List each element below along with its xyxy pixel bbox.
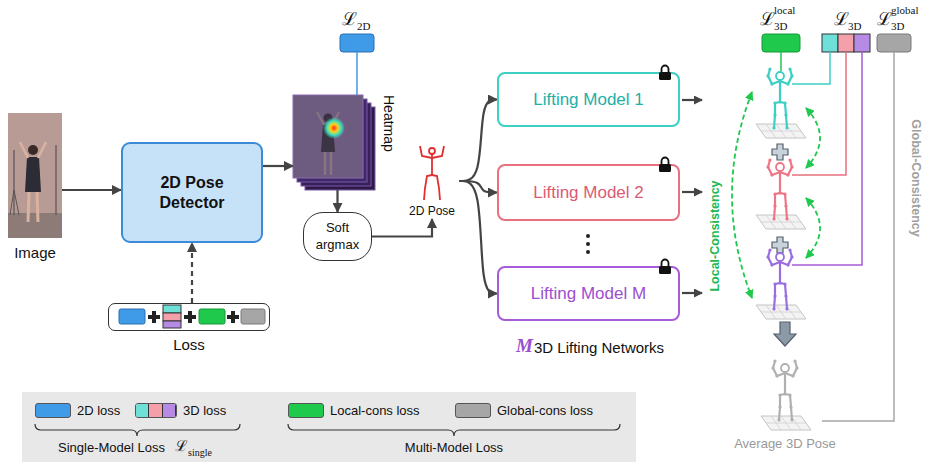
legend-entry: Global-cons loss — [455, 403, 593, 418]
skeleton-3d — [756, 67, 806, 138]
legend-swatch — [288, 403, 324, 418]
math-label: ℒ — [175, 438, 188, 455]
softargmax-box: Soft argmax — [303, 212, 372, 261]
feedback-arrow — [191, 243, 193, 303]
consistency-label: Global-Consistency — [908, 119, 922, 236]
input-photo — [8, 113, 62, 238]
node-label: Lifting Model 2 — [533, 182, 644, 203]
legend-entry: Local-cons loss — [288, 403, 420, 418]
math-label: ℒ — [877, 9, 892, 29]
node-label: Lifting Model 1 — [533, 89, 644, 110]
flow-arrow — [263, 165, 293, 167]
consistency-arcs — [732, 92, 820, 298]
legend-text: Local-cons loss — [330, 403, 420, 418]
flow-arrow — [459, 181, 497, 193]
node-label: Soft argmax — [311, 220, 364, 253]
loss-terms — [109, 304, 268, 329]
lock-icon — [658, 64, 672, 81]
skeleton-3d — [761, 359, 811, 430]
math-label: 3D — [848, 20, 861, 32]
math-label: single — [188, 447, 212, 458]
math-label: 3D Lifting Networks — [534, 340, 664, 357]
node-label: Lifting Model M — [531, 283, 646, 304]
lifting-box: Lifting Model M — [497, 266, 680, 321]
math-label: ℒ — [342, 9, 357, 29]
skeleton-3d — [756, 248, 806, 319]
loss-box: Loss — [108, 303, 270, 331]
node-label: Heatmap — [379, 95, 397, 152]
heatmap-stack-art — [293, 95, 375, 190]
swatch-segment — [149, 404, 162, 417]
ellipsis-dots — [586, 234, 590, 254]
math-label: Multi-Model Loss — [405, 441, 503, 455]
math-label: ℒ — [760, 9, 775, 29]
lock-icon — [658, 156, 672, 173]
lock-icon — [658, 258, 672, 275]
math-label: 3D — [774, 20, 787, 32]
math-label: ℒ — [834, 9, 849, 29]
loss-swatches-top — [340, 34, 911, 421]
math-label: 3D — [891, 20, 904, 32]
legend-entry: 3D loss — [135, 403, 226, 418]
skeleton-figures — [756, 67, 811, 430]
flow-arrow — [459, 100, 497, 182]
skeleton-3d — [756, 158, 806, 229]
legend-text: Global-cons loss — [497, 403, 593, 418]
legend-text: 2D loss — [77, 403, 120, 418]
lifting-box: Lifting Model 1 — [497, 72, 680, 127]
node-label: 2D Pose — [409, 204, 455, 219]
math-label: Single-Model Loss — [58, 441, 165, 455]
flow-arrow — [459, 181, 497, 294]
detector-box: 2D Pose Detector — [121, 142, 263, 243]
average-pose: Average 3D Pose — [755, 362, 815, 430]
legend-entry: 2D loss — [35, 403, 120, 418]
flow-arrow — [336, 190, 338, 212]
legend-swatch — [455, 403, 491, 418]
legend-swatch — [35, 403, 71, 418]
legend-swatch — [135, 403, 177, 418]
consistency-label: Local-Consistency — [709, 180, 723, 291]
flow-arrow — [62, 189, 121, 191]
math-label: global — [891, 4, 919, 16]
math-label: local — [774, 4, 795, 16]
math-label: M — [516, 336, 533, 357]
pose2d-node: 2D Pose — [405, 143, 459, 219]
node-label: 2D Pose Detector — [129, 173, 255, 213]
heatmap-stack: Heatmap — [293, 95, 375, 190]
legend-panel — [22, 392, 636, 462]
lifting-box: Lifting Model 2 — [497, 164, 680, 221]
node-label: Loss — [173, 336, 205, 355]
input-image: Image — [8, 113, 62, 238]
flow-arrow — [372, 219, 432, 237]
legend-text: 3D loss — [183, 403, 226, 418]
math-label: 2D — [357, 20, 370, 32]
pose2d-figure-art — [420, 146, 444, 200]
node-label: Image — [14, 244, 56, 263]
node-label: Average 3D Pose — [734, 436, 836, 452]
swatch-segment — [163, 404, 176, 417]
swatch-segment — [136, 404, 149, 417]
lifting-output-arrows — [682, 100, 702, 293]
